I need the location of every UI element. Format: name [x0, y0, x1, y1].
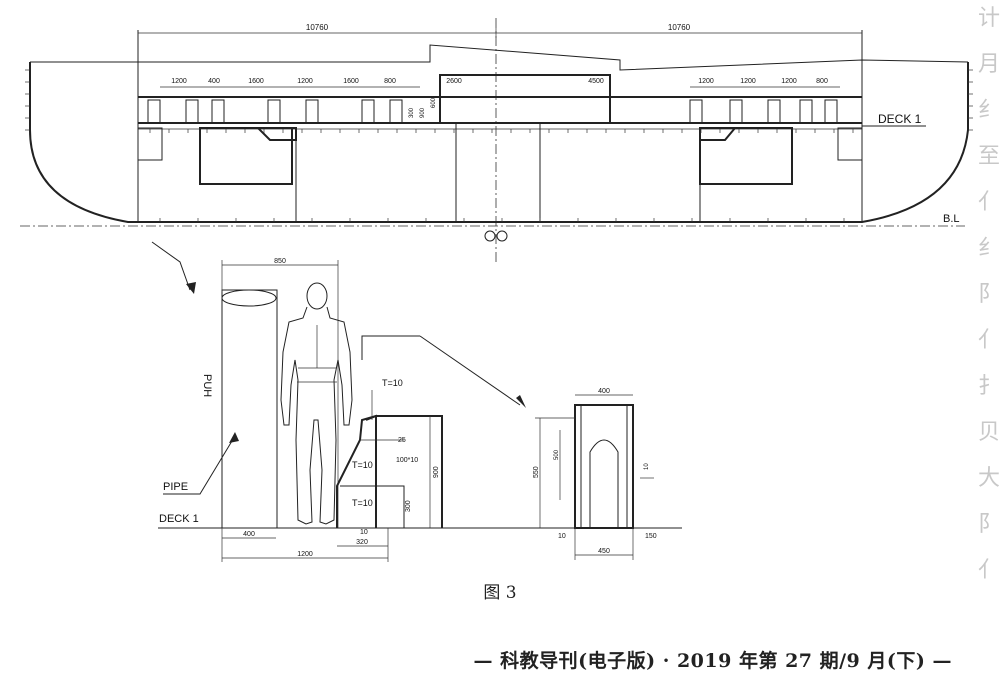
ship-section-drawing: 10760 10760 1200 400 1600 1200 1600 800 … [20, 18, 973, 562]
faded-char: 扌 [978, 374, 1000, 399]
stiffener-ticks [25, 69, 973, 222]
deck-1-label: DECK 1 [878, 112, 922, 126]
left-dim-2: 400 [208, 78, 220, 85]
faded-char: 亻 [978, 558, 1000, 583]
detail-deck-label: DECK 1 [159, 513, 199, 525]
figure-caption: 图 3 [483, 583, 517, 603]
left-walkway-frames [147, 99, 403, 124]
center-dim-right: 4500 [588, 78, 604, 85]
detail-view: 850 PUH PIPE DECK 1 T=10 [158, 258, 682, 562]
faded-char: 亻 [978, 328, 1000, 353]
frame-inner-height: 500 [554, 449, 560, 460]
dim-1200: 1200 [297, 551, 313, 558]
frame-top-width: 400 [598, 388, 610, 395]
right-dim-1: 1200 [698, 78, 714, 85]
right-tank [699, 127, 793, 185]
left-bracket [255, 127, 297, 141]
detail-leader-arrow [151, 241, 191, 291]
pipe-leader [163, 435, 236, 495]
vert-dim-600: 600 [431, 97, 437, 108]
dim-320: 320 [356, 539, 368, 546]
baseline-label: B.L [943, 213, 960, 225]
hull-outline [29, 62, 969, 223]
ship-cross-section: 10760 10760 1200 400 1600 1200 1600 800 … [20, 18, 973, 262]
center-trunk [455, 122, 541, 223]
dim-100x10: 100*10 [396, 457, 418, 464]
pipe-width-dim: 850 [274, 258, 286, 265]
faded-char: 月 [978, 52, 1000, 77]
faded-margin-text: 计月纟至亻纟阝亻扌贝大阝亻 [978, 0, 1000, 600]
pipe-top [221, 289, 277, 307]
frame-side-10: 10 [644, 463, 650, 470]
step-bracket: T=10 T=10 T=10 25 100*10 900 300 10 320 [336, 335, 526, 547]
step-profile [336, 414, 377, 528]
faded-char: 阝 [978, 282, 1000, 307]
center-dim-left: 2600 [446, 78, 462, 85]
faded-char: 大 [978, 466, 1000, 491]
frame-detail: 400 550 500 10 10 150 450 [533, 388, 657, 560]
frame-outer [574, 404, 634, 529]
dim-900: 900 [433, 466, 440, 478]
center-deckhouse [439, 74, 611, 124]
faded-char: 亻 [978, 190, 1000, 215]
right-bracket [699, 127, 738, 141]
left-dim-4: 1200 [297, 78, 313, 85]
step-leader-start [361, 335, 420, 360]
dim-300: 300 [405, 500, 412, 512]
left-dim-6: 800 [384, 78, 396, 85]
vert-dim-300: 300 [409, 107, 415, 118]
frame-bottom-10: 10 [558, 533, 566, 540]
faded-char: 计 [978, 6, 1000, 31]
step-leader [419, 335, 521, 406]
left-dim-5: 1600 [343, 78, 359, 85]
vert-dim-900: 900 [420, 107, 426, 118]
step-top [365, 415, 443, 528]
step-lower [340, 485, 405, 528]
left-dim-1: 1200 [171, 78, 187, 85]
journal-footer: — 科教导刊(电子版) · 2019 年第 27 期/9 月(下) — [473, 650, 952, 672]
human-figure-icon [280, 282, 353, 525]
top-dim-left: 10760 [306, 23, 329, 32]
faded-char: 至 [978, 144, 1000, 169]
frame-bottom-150: 150 [645, 533, 657, 540]
height-label: PUH [201, 374, 213, 397]
right-small-room [837, 127, 863, 161]
left-tank [199, 127, 293, 185]
faded-char: 纟 [978, 98, 1000, 123]
right-walkway-frames [689, 99, 838, 124]
keel-mark [484, 230, 496, 242]
faded-char: 阝 [978, 512, 1000, 537]
left-small-room [137, 127, 163, 161]
upper-deck-line [30, 44, 969, 71]
frame-arch [589, 439, 619, 528]
faded-char: 纟 [978, 236, 1000, 261]
right-dim-3: 1200 [781, 78, 797, 85]
t-label-2: T=10 [352, 460, 373, 470]
left-dim-3: 1600 [248, 78, 264, 85]
frame-bottom-width: 450 [598, 548, 610, 555]
faded-char: 贝 [978, 420, 1000, 445]
dim-10-step: 10 [360, 529, 368, 536]
t-label-1: T=10 [382, 378, 403, 388]
right-dim-4: 800 [816, 78, 828, 85]
top-dim-right: 10760 [668, 23, 691, 32]
t-label-3: T=10 [352, 498, 373, 508]
dim-400: 400 [243, 531, 255, 538]
pipe-label: PIPE [163, 481, 188, 493]
pipe-shape [221, 289, 278, 529]
dim-25: 25 [398, 437, 406, 444]
right-dim-2: 1200 [740, 78, 756, 85]
frame-height: 550 [533, 466, 540, 478]
